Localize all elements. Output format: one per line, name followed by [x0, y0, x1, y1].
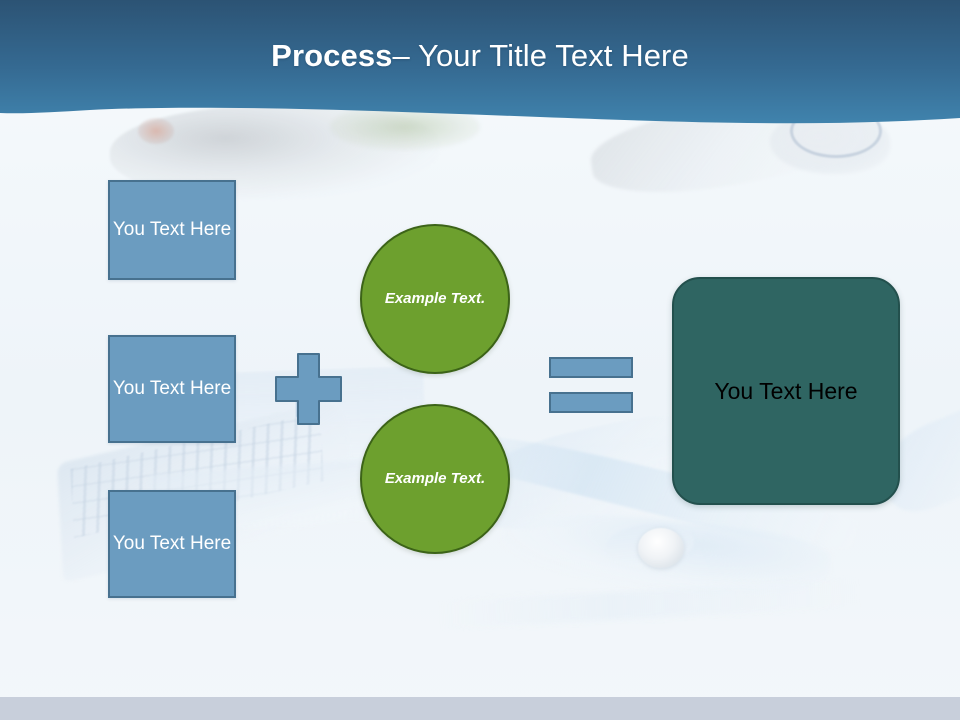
watermark-airplane-engine-ring: [602, 519, 696, 571]
source-box-3[interactable]: You Text Here: [108, 490, 236, 598]
result-box[interactable]: You Text Here: [672, 277, 900, 505]
page-title-bold: Process: [271, 38, 393, 73]
source-box-2-label: You Text Here: [112, 378, 232, 400]
result-box-label: You Text Here: [714, 377, 858, 404]
example-circle-1[interactable]: Example Text.: [360, 224, 510, 374]
page-title: Process – Your Title Text Here: [0, 0, 960, 112]
plus-operator-icon: [275, 353, 342, 425]
header-wave-shape: [0, 0, 960, 124]
page-title-regular: – Your Title Text Here: [392, 38, 689, 73]
example-circle-1-label: Example Text.: [384, 290, 486, 308]
source-box-1[interactable]: You Text Here: [108, 180, 236, 280]
slide-header-band: Process – Your Title Text Here: [0, 0, 960, 126]
source-box-3-label: You Text Here: [112, 533, 232, 555]
example-circle-2[interactable]: Example Text.: [360, 404, 510, 554]
watermark-airplane-engine: [638, 528, 684, 568]
watermark-airplane-wing-shadow: [497, 502, 833, 608]
watermark-light-streak: [439, 579, 861, 629]
example-circle-2-label: Example Text.: [384, 470, 486, 488]
plus-icon: [275, 353, 342, 425]
source-box-1-label: You Text Here: [112, 219, 232, 241]
equals-icon-bar-top: [549, 357, 633, 378]
equals-operator-icon: [549, 357, 633, 413]
equals-icon-bar-bottom: [549, 392, 633, 413]
source-box-2[interactable]: You Text Here: [108, 335, 236, 443]
slide-footer-bar: [0, 697, 960, 720]
